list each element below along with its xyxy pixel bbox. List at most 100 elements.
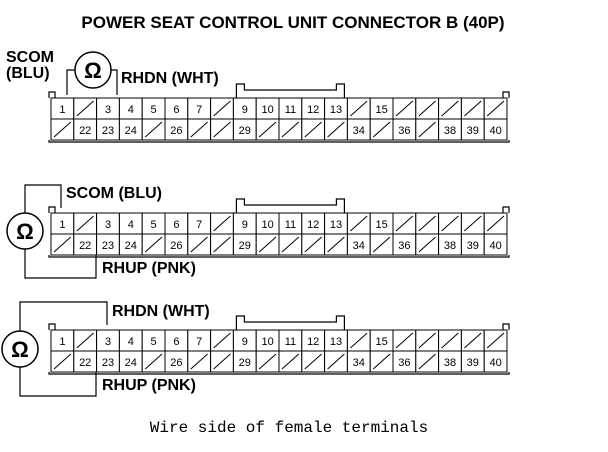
terminal-number: 36 (398, 357, 410, 369)
terminal-number: 3 (105, 104, 111, 116)
terminal-number: 6 (173, 104, 179, 116)
terminal-number: 4 (128, 219, 134, 231)
terminal-number: 11 (285, 219, 296, 231)
connector-housing-outline (48, 91, 510, 143)
unused-terminal-slash (486, 215, 505, 232)
terminal-number: 22 (79, 240, 91, 252)
unused-terminal-slash (418, 332, 436, 349)
unused-terminal-slash (76, 332, 94, 349)
terminal-number: 34 (353, 125, 365, 137)
test-2-meter-wiring (24, 184, 97, 279)
terminal-number: 26 (170, 357, 182, 369)
unused-terminal-slash (213, 121, 231, 138)
unused-terminal-slash (486, 100, 505, 117)
terminal-number: 39 (467, 125, 479, 137)
terminal-number: 15 (375, 219, 387, 231)
test-1-probe-b-label: RHDN (WHT) (121, 70, 219, 87)
unused-terminal-slash (395, 215, 414, 232)
unused-terminal-slash (258, 236, 277, 253)
terminal-number: 29 (239, 357, 251, 369)
terminal-number: 1 (59, 336, 65, 348)
unused-terminal-slash (304, 353, 322, 370)
unused-terminal-slash (350, 100, 368, 117)
unused-terminal-slash (213, 353, 231, 370)
terminal-number: 7 (196, 104, 202, 116)
terminal-number: 4 (128, 104, 134, 116)
terminal-number: 22 (79, 125, 91, 137)
terminal-number: 24 (125, 125, 137, 137)
unused-terminal-slash (486, 332, 505, 349)
terminal-number: 12 (307, 104, 319, 116)
unused-terminal-slash (304, 236, 322, 253)
unused-terminal-slash (281, 236, 300, 253)
unused-terminal-slash (372, 121, 391, 138)
unused-terminal-slash (441, 215, 459, 232)
terminal-number: 29 (239, 240, 251, 252)
terminal-number: 15 (375, 104, 387, 116)
test-1-meter-wiring (66, 69, 118, 95)
unused-terminal-slash (53, 236, 72, 253)
test-3-probe-a-label: RHDN (WHT) (112, 303, 210, 320)
terminal-number: 3 (105, 336, 111, 348)
terminal-number: 38 (444, 125, 456, 137)
test-2-probe-b-label: RHUP (PNK) (102, 260, 196, 277)
ohmmeter-icon: Ω (1, 330, 39, 368)
terminal-number: 34 (353, 357, 365, 369)
unused-terminal-slash (190, 353, 208, 370)
unused-terminal-slash (372, 236, 391, 253)
test-3-meter-wiring (19, 301, 108, 397)
terminal-number: 11 (285, 336, 296, 348)
terminal-number: 12 (307, 336, 319, 348)
terminal-number: 5 (151, 219, 157, 231)
unused-terminal-slash (281, 353, 300, 370)
unused-terminal-slash (76, 215, 94, 232)
unused-terminal-slash (144, 121, 163, 138)
terminal-number: 1 (59, 219, 65, 231)
terminal-number: 22 (79, 357, 91, 369)
test-2-probe-a-label: SCOM (BLU) (66, 185, 162, 202)
connector-lock-tab (235, 198, 345, 213)
ohm-symbol: Ω (11, 337, 29, 362)
unused-terminal-slash (281, 121, 300, 138)
test-1-probe-a-label-line2: (BLU) (6, 65, 50, 82)
ohmmeter-icon: Ω (6, 212, 44, 250)
terminal-number: 26 (170, 240, 182, 252)
unused-terminal-slash (418, 121, 436, 138)
terminal-number: 12 (307, 219, 319, 231)
unused-terminal-slash (418, 353, 436, 370)
connector-housing-outline (48, 323, 510, 375)
connector-housing-outline (48, 206, 510, 258)
connector-lock-tab (235, 315, 345, 330)
unused-terminal-slash (327, 236, 345, 253)
unused-terminal-slash (350, 332, 368, 349)
terminal-number: 23 (102, 240, 114, 252)
unused-terminal-slash (372, 353, 391, 370)
unused-terminal-slash (53, 121, 72, 138)
unused-terminal-slash (258, 353, 277, 370)
terminal-number: 7 (196, 336, 202, 348)
unused-terminal-slash (144, 236, 163, 253)
terminal-number: 40 (489, 357, 501, 369)
terminal-number: 13 (330, 219, 342, 231)
unused-terminal-slash (350, 215, 368, 232)
terminal-number: 11 (285, 104, 296, 116)
terminal-number: 26 (170, 125, 182, 137)
ohm-symbol: Ω (16, 219, 34, 244)
connector-lock-tab (235, 83, 345, 98)
terminal-number: 7 (196, 219, 202, 231)
terminal-number: 9 (242, 219, 248, 231)
terminal-cell (483, 233, 508, 256)
terminal-number: 6 (173, 219, 179, 231)
ohmmeter-icon: Ω (74, 51, 112, 89)
ohm-symbol: Ω (84, 58, 102, 83)
terminal-number: 15 (375, 336, 387, 348)
terminal-number: 3 (105, 219, 111, 231)
terminal-number: 10 (261, 104, 273, 116)
terminal-number: 36 (398, 240, 410, 252)
diagram-title: POWER SEAT CONTROL UNIT CONNECTOR B (40P… (81, 13, 504, 32)
terminal-number: 29 (239, 125, 251, 137)
